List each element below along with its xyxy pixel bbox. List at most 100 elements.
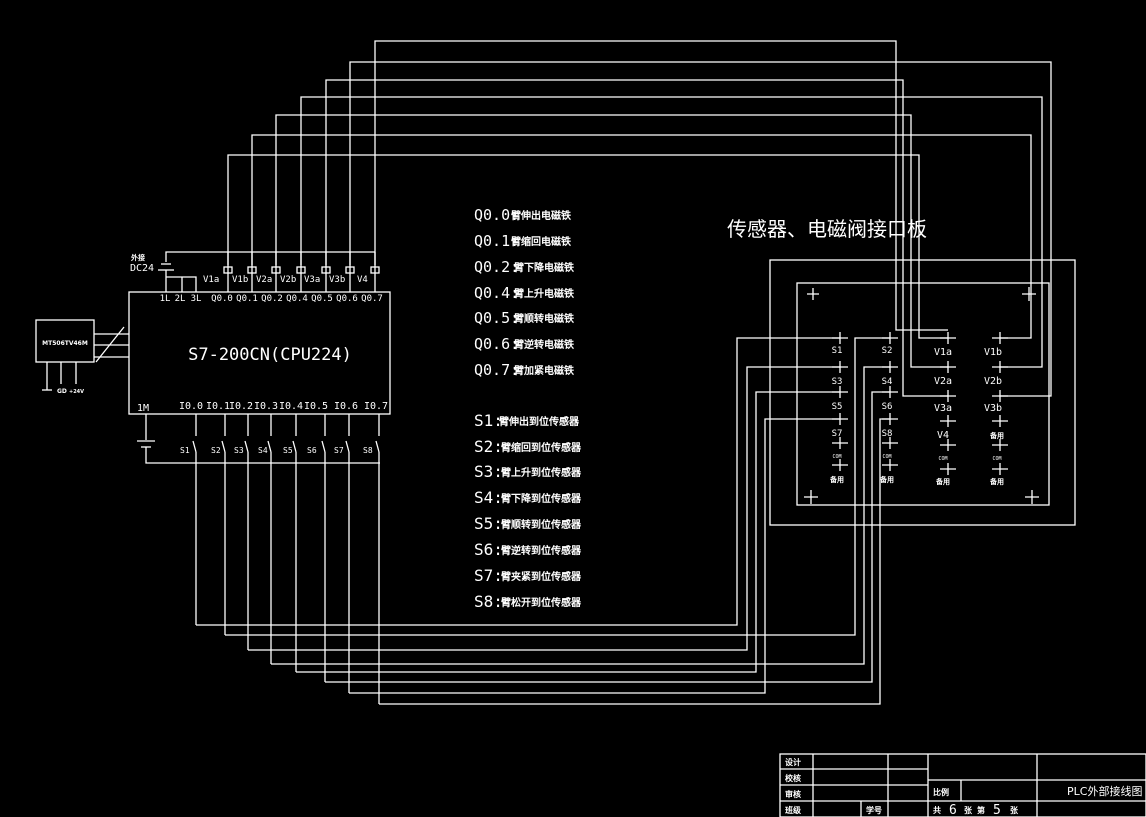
svg-text:备用: 备用 xyxy=(879,475,894,484)
terminal-q00: Q0.0 xyxy=(211,294,233,304)
svg-text:臂缩回到位传感器: 臂缩回到位传感器 xyxy=(501,441,582,454)
svg-text:COM: COM xyxy=(882,454,891,460)
coil-v3b: V3b xyxy=(329,275,345,285)
terminal-i04: I0.4 xyxy=(279,401,303,412)
wire-q01-v1b2 xyxy=(251,134,1032,339)
svg-text:Q0.0:: Q0.0: xyxy=(474,206,519,224)
coil-v2a: V2a xyxy=(256,275,272,285)
coil-v1b: V1b xyxy=(232,275,248,285)
legend-row: Q0.0:臂伸出电磁铁 xyxy=(474,206,571,224)
wire-q04-v2a xyxy=(300,96,1043,368)
terminal-q06: Q0.6 xyxy=(336,294,358,304)
tb-student-no: 学号 xyxy=(866,805,882,815)
svg-text:备用: 备用 xyxy=(989,431,1004,440)
output-wiring xyxy=(227,40,1052,397)
legend-row: S3:臂上升到位传感器 xyxy=(474,462,582,481)
svg-text:V2b: V2b xyxy=(984,376,1002,387)
legend-row: S5:臂顺转到位传感器 xyxy=(474,514,582,533)
svg-text:S8:: S8: xyxy=(474,592,503,611)
tb-no-prefix: 第 xyxy=(977,805,985,815)
tb-scale: 比例 xyxy=(933,787,949,797)
switch-s7: S7 xyxy=(334,446,344,455)
terminal-3l: 3L xyxy=(191,294,202,304)
legend-row: Q0.4:臂上升电磁铁 xyxy=(474,284,574,302)
svg-text:S1: S1 xyxy=(832,346,843,356)
tb-no-suffix: 张 xyxy=(1010,806,1019,815)
interface-board: 传感器、电磁阀接口板 S1 S3 S5 S7 COM 备用 S2 S4 S6 xyxy=(727,217,1076,526)
pin-gd: GD xyxy=(57,388,67,395)
svg-text:S2: S2 xyxy=(882,346,893,356)
pin-24v: +24V xyxy=(69,389,84,395)
svg-text:臂逆转到位传感器: 臂逆转到位传感器 xyxy=(501,544,582,557)
switch-s5: S5 xyxy=(283,446,293,455)
board-inner-frame xyxy=(796,282,1050,506)
coils xyxy=(223,252,380,292)
svg-text:Q0.5:: Q0.5: xyxy=(474,309,519,327)
terminal-i00: I0.0 xyxy=(179,401,203,412)
svg-text:臂伸出到位传感器: 臂伸出到位传感器 xyxy=(499,415,580,428)
outputs-legend: Q0.0:臂伸出电磁铁 Q0.1:臂缩回电磁铁 Q0.2:臂下降电磁铁 Q0.4… xyxy=(474,206,574,379)
svg-text:S6: S6 xyxy=(882,402,893,412)
terminal-i07: I0.7 xyxy=(364,401,388,412)
mount-holes xyxy=(804,287,1039,504)
board-outer-frame xyxy=(769,259,1076,526)
svg-text:备用: 备用 xyxy=(829,475,844,484)
switch-s8: S8 xyxy=(363,446,373,455)
svg-text:臂下降到位传感器: 臂下降到位传感器 xyxy=(501,492,582,505)
tb-total-prefix: 共 xyxy=(933,805,941,815)
interface-board-title: 传感器、电磁阀接口板 xyxy=(727,217,927,241)
svg-text:S1:: S1: xyxy=(474,411,503,430)
svg-text:臂伸出电磁铁: 臂伸出电磁铁 xyxy=(511,209,571,222)
svg-text:S5:: S5: xyxy=(474,514,503,533)
svg-text:V2a: V2a xyxy=(934,376,952,387)
wire-q06-v2b xyxy=(349,61,1052,397)
terminal-i06: I0.6 xyxy=(334,401,358,412)
plc-model-label: S7-200CN(CPU224) xyxy=(188,345,352,365)
inputs-legend: S1:臂伸出到位传感器 S2:臂缩回到位传感器 S3:臂上升到位传感器 S4:臂… xyxy=(474,411,582,611)
terminal-1m: 1M xyxy=(137,403,149,414)
legend-row: S6:臂逆转到位传感器 xyxy=(474,540,582,559)
terminal-crosses xyxy=(832,332,1008,475)
svg-text:备用: 备用 xyxy=(935,477,950,486)
legend-row: S2:臂缩回到位传感器 xyxy=(474,437,582,456)
tb-drawing-title: PLC外部接线图 xyxy=(1067,784,1142,798)
svg-text:臂上升电磁铁: 臂上升电磁铁 xyxy=(514,287,574,300)
svg-text:Q0.2:: Q0.2: xyxy=(474,258,519,276)
svg-text:臂下降电磁铁: 臂下降电磁铁 xyxy=(514,261,574,274)
switch-s3: S3 xyxy=(234,446,244,455)
coil-v4: V4 xyxy=(357,275,368,285)
svg-text:Q0.1:: Q0.1: xyxy=(474,232,519,250)
svg-text:V1a: V1a xyxy=(934,347,952,358)
svg-text:Q0.6:: Q0.6: xyxy=(474,335,519,353)
svg-text:臂顺转到位传感器: 臂顺转到位传感器 xyxy=(501,518,582,531)
legend-row: Q0.7:臂加紧电磁铁 xyxy=(474,361,574,379)
svg-text:S4: S4 xyxy=(882,377,893,387)
dc24-supply xyxy=(158,251,375,292)
switch-s6: S6 xyxy=(307,446,317,455)
switch-labels: S1 S2 S3 S4 S5 S6 S7 S8 xyxy=(180,446,373,455)
coil-v2b: V2b xyxy=(280,275,296,285)
terminal-q04: Q0.4 xyxy=(286,294,308,304)
tb-design: 设计 xyxy=(785,757,801,767)
board-col2: S2 S4 S6 S8 COM 备用 xyxy=(879,346,894,484)
switch-s4: S4 xyxy=(258,446,268,455)
plc-bottom-terminals: 1M I0.0 I0.1 I0.2 I0.3 I0.4 I0.5 I0.6 I0… xyxy=(137,401,388,414)
svg-text:臂缩回电磁铁: 臂缩回电磁铁 xyxy=(511,235,571,248)
legend-row: Q0.6:臂逆转电磁铁 xyxy=(474,335,574,353)
legend-row: S8:臂松开到位传感器 xyxy=(474,592,582,611)
svg-text:臂加紧电磁铁: 臂加紧电磁铁 xyxy=(514,364,574,377)
terminal-i05: I0.5 xyxy=(304,401,328,412)
coil-v1a: V1a xyxy=(203,275,219,285)
terminal-q05: Q0.5 xyxy=(311,294,333,304)
coil-v3a: V3a xyxy=(304,275,320,285)
svg-text:V4: V4 xyxy=(937,430,949,441)
terminal-i03: I0.3 xyxy=(254,401,278,412)
wire-q05-v3a xyxy=(325,79,948,397)
svg-text:S7:: S7: xyxy=(474,566,503,585)
svg-text:S4:: S4: xyxy=(474,488,503,507)
terminal-1l: 1L xyxy=(160,294,171,304)
svg-text:Q0.7:: Q0.7: xyxy=(474,361,519,379)
wire-q00-v1a2 xyxy=(227,154,948,339)
svg-text:COM: COM xyxy=(832,454,841,460)
svg-text:V1b: V1b xyxy=(984,347,1002,358)
